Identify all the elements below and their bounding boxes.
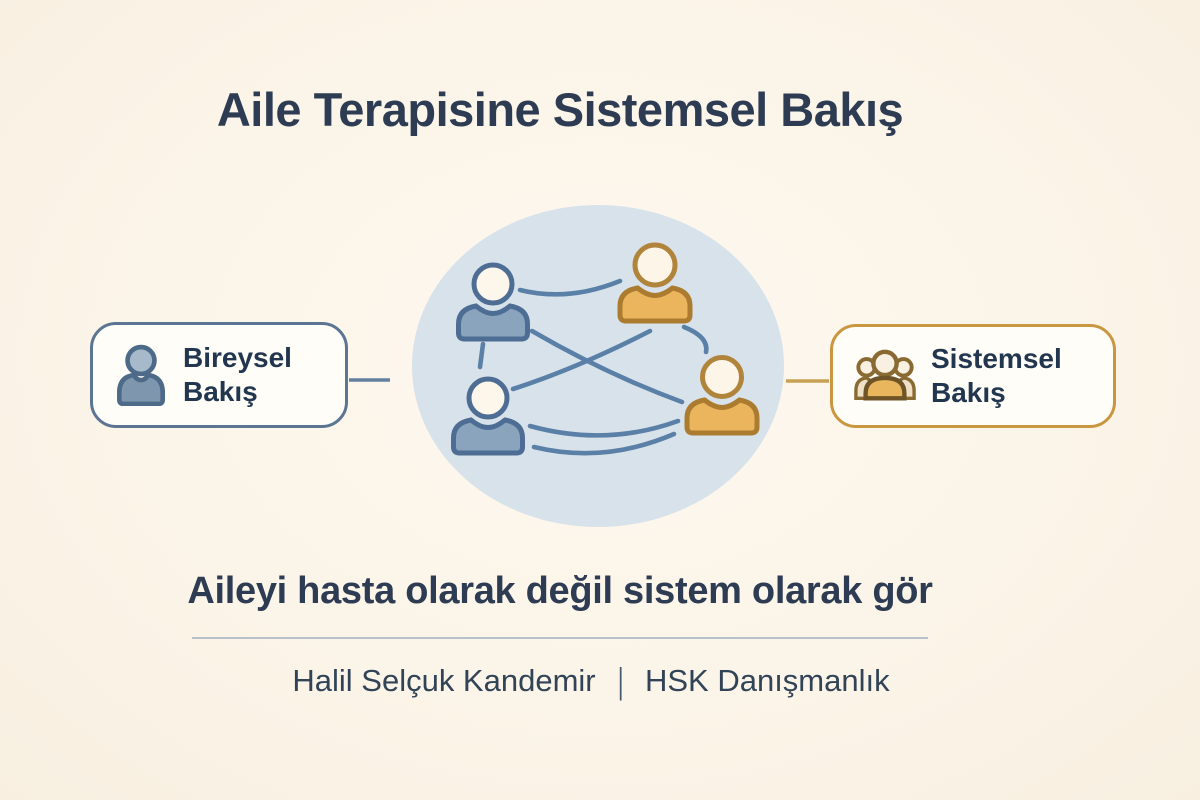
member-body xyxy=(451,417,525,456)
relationship-lines xyxy=(477,278,709,456)
people-group-icon xyxy=(854,349,916,401)
systemic-view-label: Sistemsel Bakış xyxy=(931,342,1062,410)
edge-topright-bottomright xyxy=(681,324,709,355)
individual-view-box: Bireysel Bakış xyxy=(90,322,348,428)
member-body xyxy=(617,285,693,324)
edge-topleft-bottomright xyxy=(529,328,685,405)
page-title: Aile Terapisine Sistemsel Bakış xyxy=(216,83,904,136)
label-line-1: Sistemsel xyxy=(931,343,1062,374)
systemic-view-box: Sistemsel Bakış xyxy=(830,324,1116,428)
member-head xyxy=(471,262,515,306)
author-name: Halil Selçuk Kandemir xyxy=(292,663,596,698)
member-head xyxy=(700,355,744,399)
edge-bottomleft-bottomright-upper xyxy=(527,418,681,438)
member-bottom-right xyxy=(684,355,760,436)
label-line-2: Bakış xyxy=(931,377,1006,408)
member-top-right xyxy=(617,242,693,324)
member-head xyxy=(466,376,510,420)
single-person-icon xyxy=(117,344,165,406)
label-line-2: Bakış xyxy=(183,376,258,407)
edge-topleft-bottomleft xyxy=(477,341,486,370)
footer: Halil Selçuk Kandemir | HSK Danışmanlık xyxy=(0,660,1182,702)
member-head xyxy=(632,242,678,288)
individual-view-label: Bireysel Bakış xyxy=(183,341,292,409)
edge-bottomleft-bottomright-lower xyxy=(531,431,677,456)
tagline: Aileyi hasta olarak değil sistem olarak … xyxy=(187,570,933,612)
member-body xyxy=(456,303,530,342)
footer-separator: | xyxy=(617,660,624,701)
divider-line xyxy=(192,637,928,639)
member-body xyxy=(684,397,760,436)
label-line-1: Bireysel xyxy=(183,342,292,373)
edge-bottomleft-topright xyxy=(510,328,653,392)
edge-topleft-topright xyxy=(517,278,623,297)
member-top-left xyxy=(456,262,530,342)
company-name: HSK Danışmanlık xyxy=(644,663,890,698)
member-bottom-left xyxy=(451,376,525,456)
